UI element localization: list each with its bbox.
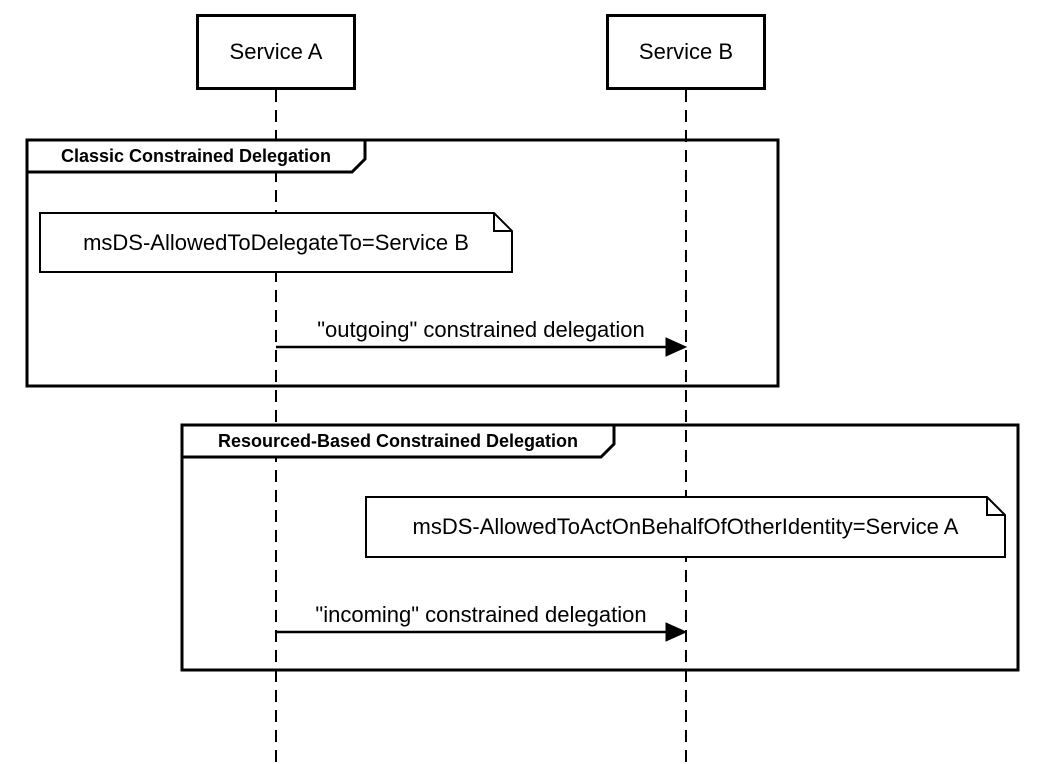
frame-classic-constrained-delegation [25,138,780,388]
note-fold-icon [986,497,1005,516]
arrowhead-icon [665,337,688,357]
participant-label: Service B [638,39,734,64]
frame-title-pentagon [25,138,367,174]
participant-box-service-b: Service B [606,14,766,90]
note-shape [365,496,1006,558]
participant-label: Service A [229,39,323,64]
note-fold-icon [493,213,512,232]
arrowhead-icon [665,622,688,642]
note-shape [39,212,513,273]
frame-title-pentagon [180,423,616,459]
participant-box-service-a: Service A [196,14,356,90]
